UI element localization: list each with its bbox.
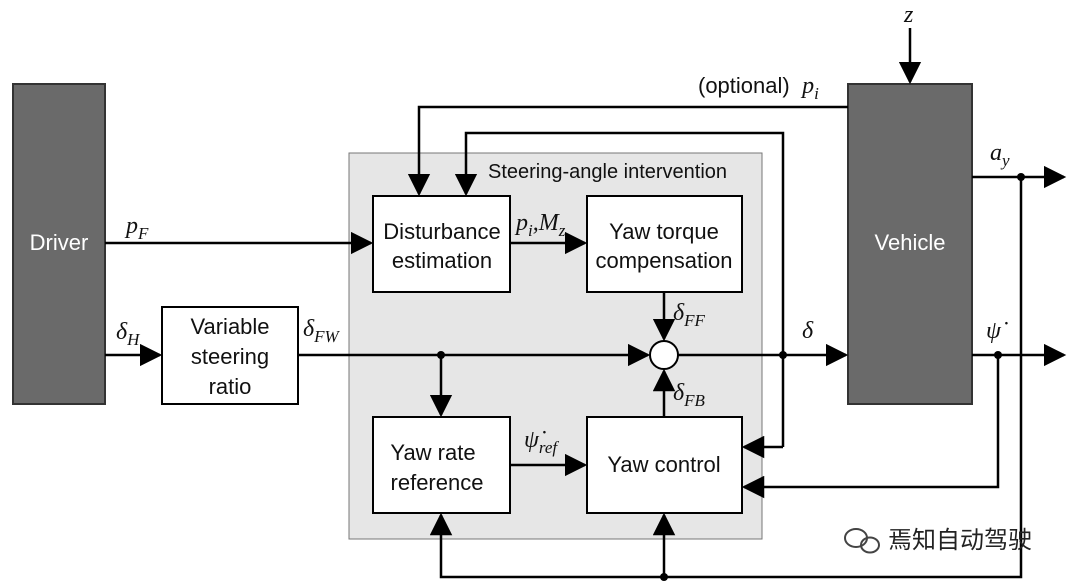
psi-dot-label: ψ̇ [986, 318, 1008, 344]
yaw-rate-reference-block: Yaw rate reference [372, 416, 511, 514]
yaw-torque-compensation-block: Yaw torque compensation [586, 195, 743, 293]
optional-pi-label: (optional) pi [698, 73, 819, 103]
yaw-control-label: Yaw control [607, 452, 720, 477]
summing-junction [649, 340, 679, 370]
variable-ratio-line1: Variable [190, 314, 269, 339]
yaw-rate-line2: reference [391, 470, 484, 495]
vehicle-block: Vehicle [847, 83, 973, 405]
deltaFF-label: δFF [673, 300, 706, 330]
variable-steering-ratio-block: Variable steering ratio [161, 306, 299, 405]
signal-lines [105, 28, 1067, 579]
disturbance-line1: Disturbance [383, 219, 500, 244]
watermark-text: 焉知自动驾驶 [888, 526, 1032, 554]
driver-block: Driver [12, 83, 106, 405]
deltaFB-label: δFB [673, 380, 706, 410]
variable-ratio-line2: steering [191, 344, 269, 369]
disturbance-line2: estimation [392, 248, 492, 273]
intervention-region-label: Steering-angle intervention [488, 161, 727, 183]
yaw-torque-line1: Yaw torque [609, 219, 719, 244]
yaw-rate-line1: Yaw rate [390, 440, 475, 465]
delta-label: δ [802, 318, 814, 344]
driver-label: Driver [30, 230, 89, 255]
disturbance-estimation-block: Disturbance estimation [372, 195, 511, 293]
pF-label: pF [124, 213, 149, 243]
watermark: 焉知自动驾驶 [844, 526, 1032, 554]
z-label: z [903, 2, 914, 28]
deltaFW-label: δFW [303, 316, 341, 346]
yaw-control-block: Yaw control [586, 416, 743, 514]
ay-label: ay [990, 140, 1010, 170]
deltaH-label: δH [116, 319, 141, 349]
wechat-icon [844, 528, 880, 554]
variable-ratio-line3: ratio [209, 374, 252, 399]
vehicle-label: Vehicle [875, 230, 946, 255]
yaw-torque-line2: compensation [596, 248, 733, 273]
branch-dots [437, 173, 1025, 581]
pi-Mz-label: pi,Mz [514, 210, 566, 240]
